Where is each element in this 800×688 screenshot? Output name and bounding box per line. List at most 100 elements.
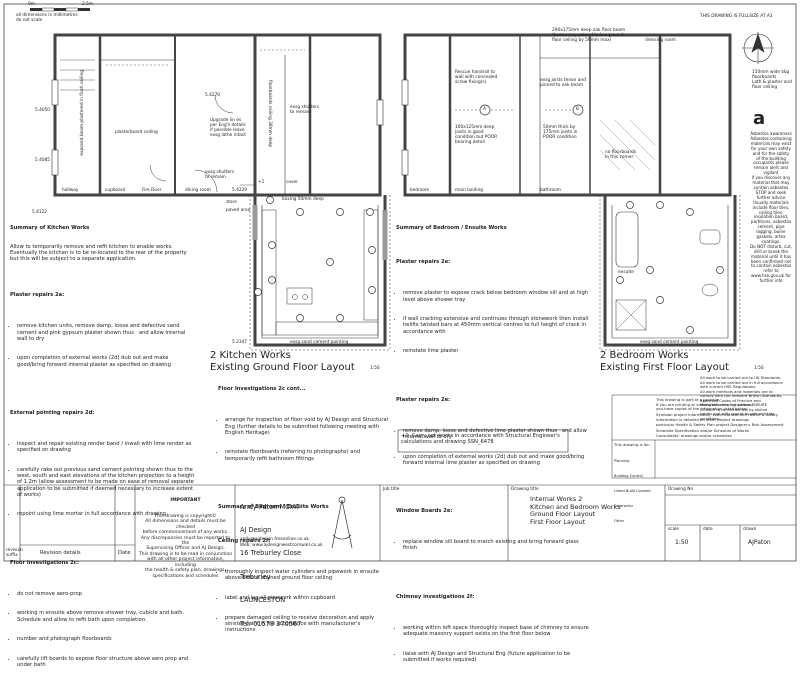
bedroom-plaster-heading: Plaster repairs 2e: bbox=[396, 259, 451, 266]
important-heading: IMPORTANT bbox=[170, 497, 201, 503]
lintel-label-1: 5.4270 bbox=[205, 93, 221, 98]
kitchen-title: 2 Kitchen Works bbox=[210, 350, 291, 361]
fullsize-note: THIS DRAWING IS FULLSIZE AT A3 bbox=[700, 14, 773, 19]
date-label: date bbox=[703, 527, 713, 532]
revision-details-label: Revision details bbox=[40, 550, 81, 556]
beam-note-label: 290x175mm deep oak floor beam (beam may … bbox=[552, 28, 626, 43]
plasterboard-ceiling-label: plasterboard ceiling bbox=[115, 130, 158, 135]
exsg-shutters-label-1: exsg shutters to remain bbox=[290, 105, 320, 115]
scale-label: scale bbox=[668, 527, 680, 532]
company-line: Treburley bbox=[240, 572, 271, 581]
list-item: Building Control bbox=[614, 474, 643, 478]
read-with-note: This drawing is part of a package. If yo… bbox=[656, 397, 768, 411]
kitchen-external-heading: External pointing repairs 2d: bbox=[10, 410, 95, 417]
general-notes: All work to be carried out to UK Standar… bbox=[700, 375, 783, 421]
kitchen-summary-heading: Summary of Kitchen Works bbox=[10, 225, 90, 232]
read-item-2: particular Health & Safety Plan project … bbox=[656, 422, 784, 427]
list-item: Planning bbox=[614, 459, 630, 463]
exsg-joists-label: exsg joists tenon and pinned to oak beam bbox=[540, 78, 586, 88]
dining-room-label: dining room bbox=[185, 188, 211, 193]
issued-for-list: Planning Building Control Listed Build C… bbox=[614, 449, 651, 529]
list-item: Listed Build Consent bbox=[614, 489, 651, 493]
ground-floor-plan bbox=[51, 33, 391, 351]
company-details: Andy Paton MCIAT AJ Design 16 Treburley … bbox=[240, 488, 335, 636]
company-line: 16 Treburley Close bbox=[240, 549, 302, 558]
list-item: working within loft space thoroughly ins… bbox=[403, 625, 592, 637]
kitchen-summary: Allow to temporarily remove and refit ki… bbox=[10, 244, 189, 263]
drawing-no-label: Drawing No bbox=[668, 487, 694, 492]
no-floorboards-label: no floorboards in this corner bbox=[605, 150, 637, 160]
kitchen-plaster-heading: Plaster repairs 2a: bbox=[10, 292, 65, 299]
list-item: liaise with AJ Design and Structural Eng… bbox=[403, 651, 592, 663]
kitchen-subtitle: Existing Ground Floor Layout bbox=[210, 362, 355, 373]
main-landing-label: main landing bbox=[455, 188, 484, 193]
issued-for-label: This drawing is for: bbox=[614, 442, 651, 447]
kitchen-floor-heading: Floor investigations 2c: bbox=[10, 559, 79, 566]
company-tel: Tel: 01579 370567 bbox=[240, 619, 302, 628]
drawn-value: AJPaton bbox=[748, 539, 771, 546]
bedroom-subtitle: Existing First Floor Layout bbox=[600, 362, 730, 373]
list-item: reinstate lime plaster bbox=[403, 348, 592, 354]
scale-bar-start: 0m bbox=[28, 2, 35, 7]
list-item: repoint using lime mortar in full accord… bbox=[17, 511, 195, 517]
hallway-label: hallway bbox=[62, 188, 79, 193]
scale-bar-end: 2.5m bbox=[82, 2, 94, 7]
floorboards-ceiling-label: floorboards ceiling 38mm deep bbox=[267, 80, 272, 148]
dims-note: all dimensions in millimetres do not sca… bbox=[16, 13, 78, 23]
bedroom-summary-heading-2: Summary of Bedroom / Ensuite Works bbox=[218, 504, 329, 511]
store-label: store bbox=[226, 200, 237, 205]
engineer-note: +1 Carry out works in accordance with St… bbox=[401, 433, 562, 446]
list-item: reinstate floorboards (referring to phot… bbox=[225, 449, 390, 461]
list-item: number and photograph floorboards bbox=[17, 636, 195, 642]
level-label-2: 5.4229 bbox=[232, 188, 248, 193]
list-item: Contractor bbox=[614, 504, 634, 508]
upgrade-lintels-label: Upgrade lin es per Eng's details if poss… bbox=[210, 118, 246, 138]
job-title-label: Job title bbox=[383, 487, 400, 492]
exposed-beam-label: exposed beam plastered in flush ceiling bbox=[80, 70, 85, 156]
joist-label-1: 100x125mm deep joists in good condition … bbox=[455, 125, 498, 145]
list-item: inspect and repair existing render band … bbox=[17, 441, 195, 453]
asbestos-symbol-icon: a bbox=[753, 108, 766, 129]
rescue-handrail-label: Rescue handrail to wall with concealed s… bbox=[455, 70, 498, 85]
list-item: carefully lift boards to expose floor st… bbox=[17, 656, 195, 668]
window-heading: Window Boards 2e: bbox=[396, 508, 453, 515]
drawing-title: Internal Works 2 Kitchen and Bedroom Wor… bbox=[530, 495, 621, 526]
ground-pointing-label: exsg sand cement pointing bbox=[290, 340, 349, 345]
floorboards-note-label: 150mm wide t&g floorboards Lath & plaste… bbox=[752, 70, 792, 90]
bedroom-works-notes: Summary of Bedroom / Ensuite Works Plast… bbox=[396, 213, 592, 683]
floor-inv-heading: Floor Investigations 2c cont... bbox=[218, 386, 306, 393]
list-item: Other bbox=[614, 519, 625, 523]
list-item: arrange for inspection of floor void by … bbox=[225, 417, 390, 436]
asbestos-warning: Asbestos awareness Asbestos containing m… bbox=[750, 131, 792, 284]
first-floor-plan bbox=[401, 33, 741, 351]
kitchen-scale: 1:50 bbox=[370, 366, 380, 371]
list-item: remove plaster to expose crack below bed… bbox=[403, 290, 592, 302]
dressing-room-label: dressing room bbox=[645, 38, 676, 43]
scale-bar bbox=[30, 7, 90, 12]
boxing-label: boxing 50mm deep bbox=[282, 197, 324, 202]
read-item-1: Symbian project information, specificati… bbox=[656, 412, 780, 422]
bedroom-plaster2-heading: Plaster repairs 2e: bbox=[396, 396, 451, 403]
list-item: upon completion of external works (2d) d… bbox=[17, 355, 195, 367]
list-item: replace window sill board to match exist… bbox=[403, 539, 592, 551]
important-notice: IMPORTANT This drawing is copyright© All… bbox=[137, 487, 234, 584]
drawn-label: drawn bbox=[743, 527, 757, 532]
ceiling-heading: Ceiling repairs 2f: bbox=[218, 538, 271, 545]
read-item-4: Consultants' drawings and/or schedules bbox=[656, 433, 732, 438]
drawing-border bbox=[3, 3, 797, 562]
north-arrow-icon bbox=[742, 32, 774, 64]
first-pointing-label: exsg sand cement pointing bbox=[640, 340, 699, 345]
aj-design-logo-icon bbox=[331, 496, 353, 549]
company-name: Andy Paton MCIAT bbox=[240, 502, 300, 511]
revision-date-label: Date bbox=[118, 550, 131, 556]
company-line: LAUNCESTON bbox=[240, 596, 286, 605]
list-item: carefully rake out previous sand cement … bbox=[17, 467, 195, 498]
list-item: upon completion of external works (2d) d… bbox=[403, 454, 592, 466]
chimney-heading: Chimney investigations 2f: bbox=[396, 593, 475, 600]
company-email: andy@ajdesign.freeonline.co.uk bbox=[240, 537, 309, 542]
joist-label-2: 50mm thick by 175mm joists in POOR condi… bbox=[543, 125, 578, 140]
marker-a: A bbox=[483, 107, 486, 112]
bathroom-label: bathroom bbox=[540, 188, 561, 193]
bedroom-label: bedroom bbox=[410, 188, 430, 193]
entry-marker-label: +1 bbox=[258, 180, 265, 185]
